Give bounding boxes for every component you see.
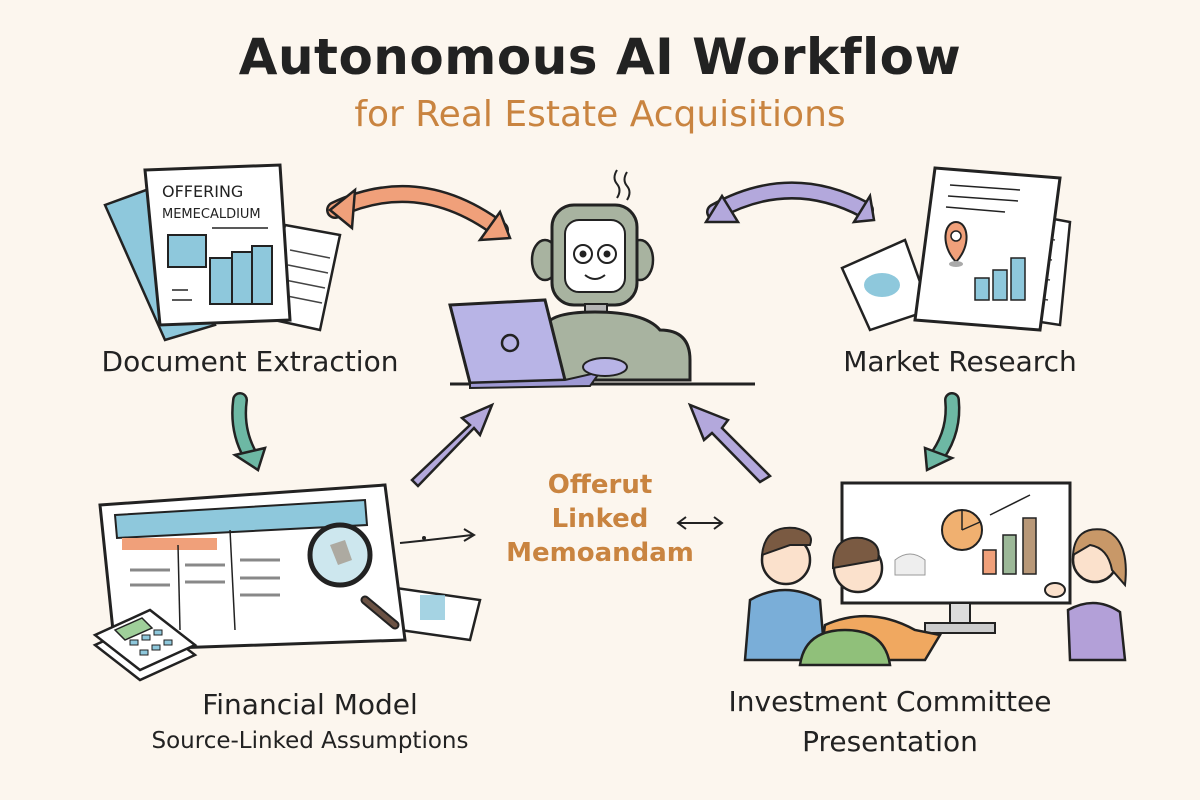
diagram-title: Autonomous AI Workflow [238, 28, 962, 86]
arrow-extraction-to-model-icon [231, 392, 267, 472]
node-sublabel-financial-model: Source-Linked Assumptions [151, 728, 469, 754]
svg-text:MEMECALDIUM: MEMECALDIUM [162, 207, 261, 222]
market-research-report-icon [840, 166, 1072, 332]
double-arrow-agent-research-icon [703, 181, 876, 224]
center-text-line2: Linked [551, 504, 649, 534]
spreadsheet-magnifier-calculator-icon [92, 483, 482, 682]
arrow-model-to-agent-icon [410, 402, 495, 488]
team-presentation-monitor-icon [743, 481, 1127, 667]
double-arrow-extraction-agent-icon [326, 185, 512, 242]
center-text-line3: Memoandam [506, 538, 694, 568]
node-label-market-research: Market Research [843, 345, 1077, 378]
double-arrow-memo-presentation-icon [676, 516, 724, 530]
node-label-presentation: Presentation [802, 725, 978, 758]
svg-text:OFFERING: OFFERING [162, 182, 243, 201]
robot-with-laptop-icon [448, 169, 755, 390]
arrow-model-to-memo-icon [399, 528, 476, 544]
node-label-financial-model: Financial Model [202, 688, 418, 721]
node-label-document-extraction: Document Extraction [101, 345, 399, 378]
offering-memorandum-document-icon: OFFERING MEMECALDIUM [103, 163, 342, 342]
center-text-line1: Offerut [547, 470, 653, 500]
center-linked-memorandum-label: Offerut Linked Memoandam [470, 468, 730, 570]
diagram-subtitle: for Real Estate Acquisitions [354, 94, 846, 135]
arrow-research-to-presentation-icon [923, 392, 961, 472]
arrow-presentation-to-agent-icon [687, 402, 773, 484]
node-label-investment-committee: Investment Committee [728, 685, 1052, 718]
